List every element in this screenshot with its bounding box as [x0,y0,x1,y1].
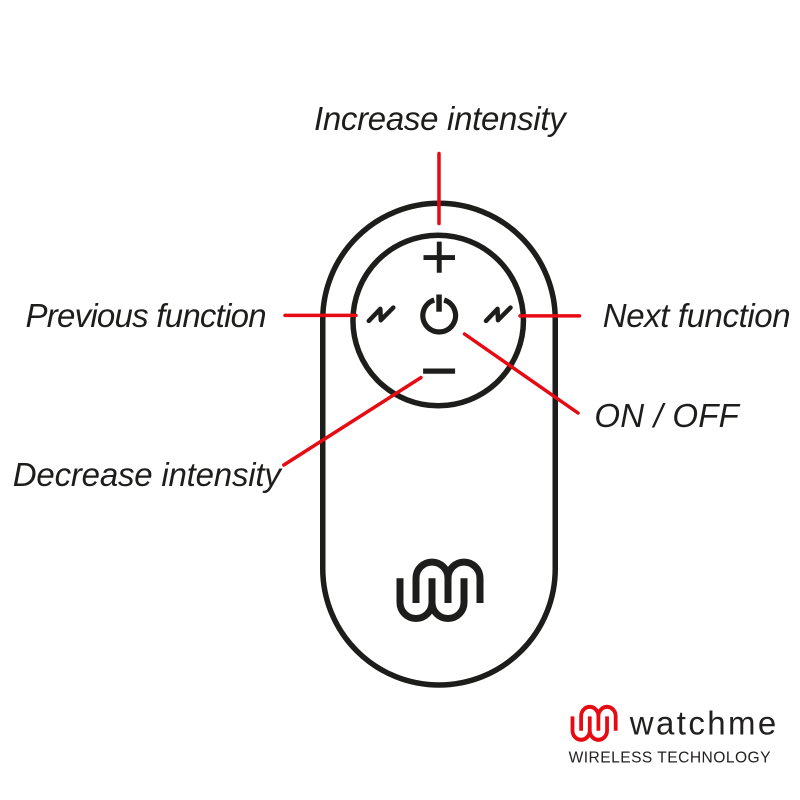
svg-text:ON / OFF: ON / OFF [594,397,740,434]
svg-text:watchme: watchme [629,704,779,741]
svg-text:Increase intensity: Increase intensity [314,100,568,137]
svg-text:Decrease intensity: Decrease intensity [13,456,284,493]
svg-text:Next function: Next function [603,297,790,334]
svg-text:Previous function: Previous function [26,297,266,334]
svg-text:WIRELESS TECHNOLOGY: WIRELESS TECHNOLOGY [569,750,772,767]
